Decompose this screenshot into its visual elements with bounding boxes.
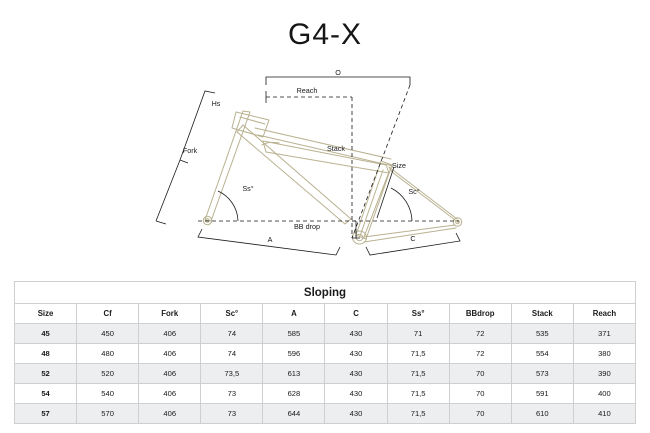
cell-c: 430: [324, 403, 388, 424]
cell-reach: 390: [572, 363, 637, 384]
dim-fork-bracket: [155, 159, 181, 222]
col-header-ss: Ss°: [386, 303, 450, 324]
cell-reach: 400: [572, 383, 637, 404]
cell-stack: 554: [510, 343, 574, 364]
cell-a: 613: [262, 363, 326, 384]
dimension-lines-group: [155, 76, 461, 256]
cell-size: 52: [13, 363, 78, 384]
cell-ss: 71: [386, 323, 450, 344]
table-caption-row: Sloping: [14, 281, 636, 304]
cell-sc: 74: [200, 343, 264, 364]
frame-geometry-diagram: O Reach Hs Fork Stack Size Ss° Sc° BB dr…: [0, 55, 650, 260]
label-stack: Stack: [327, 144, 345, 153]
arc-ss-angle: [217, 190, 239, 222]
cell-bbdrop: 70: [448, 383, 512, 404]
label-o: O: [335, 68, 341, 77]
dim-hs-bracket: [179, 90, 216, 161]
cell-stack: 535: [510, 323, 574, 344]
col-header-bbdrop: BBdrop: [448, 303, 512, 324]
geometry-table: Sloping Size Cf Fork Sc° A C Ss° BBdrop …: [13, 281, 637, 424]
cell-sc: 73: [200, 403, 264, 424]
cell-bbdrop: 72: [448, 343, 512, 364]
cell-size: 48: [13, 343, 78, 364]
label-bb-drop: BB drop: [294, 222, 320, 231]
cell-ss: 71,5: [386, 343, 450, 364]
cell-cf: 450: [76, 323, 140, 344]
cell-fork: 406: [138, 403, 202, 424]
headtube-axis-dashed: [351, 84, 411, 239]
cell-stack: 591: [510, 383, 574, 404]
cell-fork: 406: [138, 323, 202, 344]
label-reach: Reach: [297, 86, 318, 95]
table-row: 52 520 406 73,5 613 430 71,5 70 573 390: [13, 363, 637, 384]
page-title: G4-X: [287, 18, 363, 51]
col-header-size: Size: [13, 303, 78, 324]
label-hs: Hs: [212, 99, 221, 108]
label-size: Size: [392, 161, 406, 170]
cell-ss: 71,5: [386, 383, 450, 404]
cell-c: 430: [324, 383, 388, 404]
table-header-row: Size Cf Fork Sc° A C Ss° BBdrop Stack Re…: [13, 303, 637, 324]
cell-sc: 73: [200, 383, 264, 404]
col-header-reach: Reach: [572, 303, 637, 324]
col-header-fork: Fork: [138, 303, 202, 324]
cell-bbdrop: 70: [448, 403, 512, 424]
dim-a-bracket: [197, 228, 341, 256]
cell-c: 430: [324, 343, 388, 364]
cell-a: 585: [262, 323, 326, 344]
table-row: 45 450 406 74 585 430 71 72 535 371: [13, 323, 637, 344]
label-fork: Fork: [183, 146, 198, 155]
cell-c: 430: [324, 363, 388, 384]
cell-fork: 406: [138, 343, 202, 364]
cell-cf: 520: [76, 363, 140, 384]
cell-c: 430: [324, 323, 388, 344]
col-header-a: A: [262, 303, 326, 324]
dim-c-bracket: [365, 232, 461, 256]
cell-cf: 570: [76, 403, 140, 424]
cell-fork: 406: [138, 383, 202, 404]
table-body: 45 450 406 74 585 430 71 72 535 371 48 4…: [13, 323, 637, 424]
col-header-c: C: [324, 303, 388, 324]
cell-bbdrop: 70: [448, 363, 512, 384]
cell-cf: 540: [76, 383, 140, 404]
cell-ss: 71,5: [386, 403, 450, 424]
cell-stack: 610: [510, 403, 574, 424]
cell-size: 57: [13, 403, 78, 424]
cell-size: 45: [13, 323, 78, 344]
label-ss-angle: Ss°: [242, 184, 253, 193]
cell-ss: 71,5: [386, 363, 450, 384]
frame-tubes-group: [202, 110, 463, 245]
col-header-sc: Sc°: [200, 303, 264, 324]
table-row: 48 480 406 74 596 430 71,5 72 554 380: [13, 343, 637, 364]
cell-reach: 410: [572, 403, 637, 424]
geometry-table-wrap: Sloping Size Cf Fork Sc° A C Ss° BBdrop …: [13, 281, 637, 424]
cell-reach: 380: [572, 343, 637, 364]
cell-size: 54: [13, 383, 78, 404]
cell-a: 596: [262, 343, 326, 364]
col-header-cf: Cf: [76, 303, 140, 324]
table-row: 54 540 406 73 628 430 71,5 70 591 400: [13, 383, 637, 404]
label-a: A: [268, 235, 273, 244]
label-sc-angle: Sc°: [408, 187, 419, 196]
cell-cf: 480: [76, 343, 140, 364]
cell-bbdrop: 72: [448, 323, 512, 344]
dim-size-line: [376, 166, 395, 219]
cell-stack: 573: [510, 363, 574, 384]
cell-a: 644: [262, 403, 326, 424]
label-c: C: [410, 234, 415, 243]
table-row: 57 570 406 73 644 430 71,5 70 610 410: [13, 403, 637, 424]
cell-reach: 371: [572, 323, 637, 344]
arc-sc-angle: [390, 187, 413, 222]
cell-fork: 406: [138, 363, 202, 384]
dim-o-bracket: [265, 76, 411, 85]
cell-sc: 74: [200, 323, 264, 344]
cell-a: 628: [262, 383, 326, 404]
table-caption: Sloping: [14, 281, 636, 304]
cell-sc: 73,5: [200, 363, 264, 384]
col-header-stack: Stack: [510, 303, 574, 324]
